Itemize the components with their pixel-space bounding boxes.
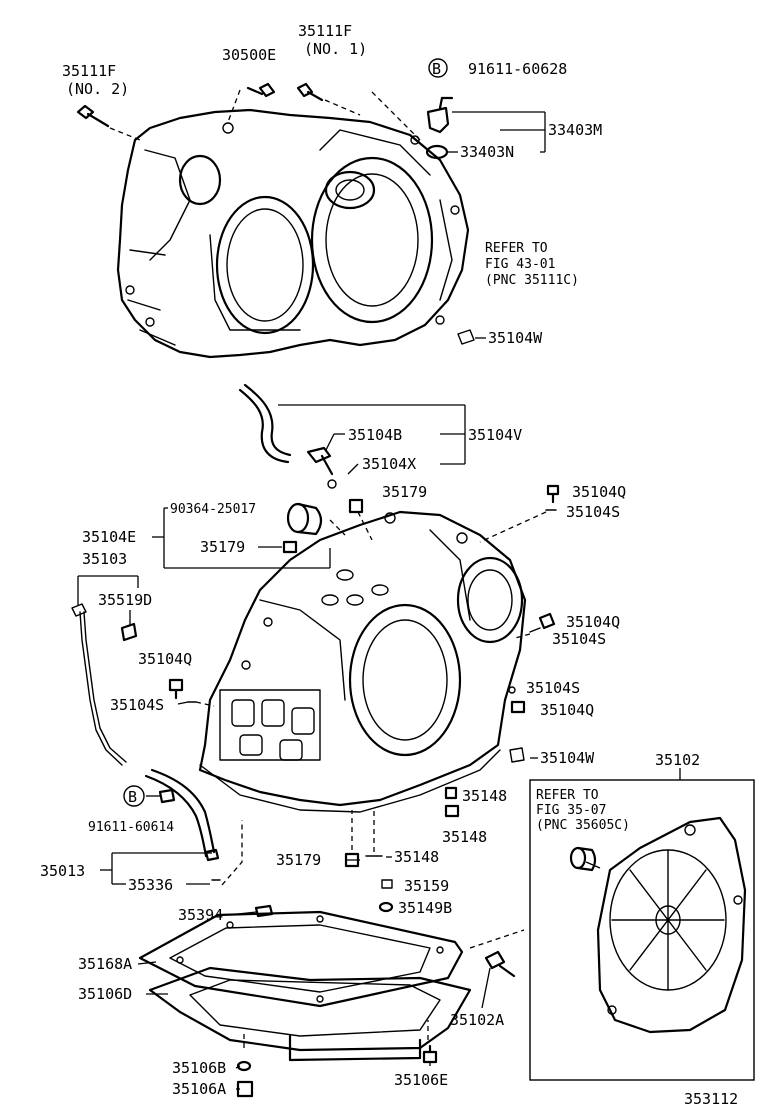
b-marker-top-text: B [432,60,441,78]
label-35104Q-c: 35104Q [138,650,192,668]
union-35104B-icon [306,446,334,476]
label-35336: 35336 [128,876,173,894]
washer-35104S-d-icon [508,686,516,694]
b-marker-top: B [428,58,448,78]
breather-plug-33403M-icon [426,96,454,134]
plug-35148-b-icon [444,804,460,818]
label-35104V: 35104V [468,426,522,444]
label-35104W-top: 35104W [488,329,543,347]
label-35106E: 35106E [394,1071,448,1089]
label-35103: 35103 [82,550,127,568]
bushing-90364-icon [286,502,323,536]
bolt-35104Q-b-icon [538,612,556,630]
label-35148-a: 35148 [462,787,507,805]
dowel-35104W-top-icon [457,329,475,345]
plug-35148-a-icon [444,786,458,800]
gasket-35106B-icon [236,1060,252,1072]
transaxle-housing [116,108,470,359]
label-33403M: 33403M [548,121,602,139]
gasket-35168A [138,910,464,1008]
label-35179-c: 35179 [276,851,321,869]
label-35104S-b: 35104S [552,630,606,648]
label-35149B: 35149B [398,899,452,917]
oil-pump-cover-box [529,779,755,1081]
drain-plug-35106A-icon [236,1080,254,1098]
bushing-in-cover-icon [569,846,597,872]
label-35102A: 35102A [450,1011,504,1029]
label-35104X: 35104X [362,455,416,473]
plug-35179-c-icon [344,852,360,868]
label-35106A: 35106A [172,1080,226,1098]
label-35179-b: 35179 [200,538,245,556]
label-35168A: 35168A [78,955,132,973]
label-91611-60614: 91611-60614 [88,820,174,835]
label-35106D: 35106D [78,985,132,1003]
label-35104E: 35104E [82,528,136,546]
label-35394: 35394 [178,906,223,924]
callout-labels: 35111F (NO. 2) 30500E 35111F (NO. 1) 916… [40,22,738,1108]
plug-35179-a-icon [348,498,364,514]
plug-35179-b-icon [282,540,298,554]
bolt-35111F-no2-icon [76,104,110,128]
bolt-91611-60614-icon [158,788,176,804]
figure-id: 353112 [684,1090,738,1108]
strainer-35159-icon [381,879,393,889]
guide-tube-35013-icon [144,768,220,862]
b-marker-bottom: B [123,785,145,807]
bolt-35111F-no1-icon [296,82,324,102]
bolt-35102A-icon [484,950,516,978]
o-ring-33403N-icon [425,144,449,160]
label-35111F-no2: 35111F [62,62,116,80]
leader-lines [77,111,681,1090]
b-marker-bottom-text: B [128,788,137,806]
bolt-35104Q-d-icon [510,700,526,714]
label-33403N: 33403N [460,143,514,161]
hose-35104V-icon [238,383,292,464]
label-35102: 35102 [655,751,700,769]
label-35104W-b: 35104W [540,749,595,767]
label-35104Q-b: 35104Q [566,613,620,631]
label-35104S-d: 35104S [526,679,580,697]
label-35519D: 35519D [98,591,152,609]
clamp-35519D-icon [120,622,138,642]
label-35111F-no2-sub: (NO. 2) [66,80,129,98]
refer-bottom-line1: REFER TO [536,788,599,803]
label-35159: 35159 [404,877,449,895]
dipstick-35103-icon [71,603,127,766]
label-35179-a: 35179 [382,483,427,501]
label-35104S-c: 35104S [110,696,164,714]
label-35111F-no1-sub: (NO. 1) [304,40,367,58]
bolt-35104Q-c-icon [168,678,184,700]
gasket-35104X-icon [327,479,337,489]
label-30500E: 30500E [222,46,276,64]
refer-top-line1: REFER TO [485,241,548,256]
label-35148-b: 35148 [442,828,487,846]
refer-top-line3: (PNC 35111C) [485,273,579,288]
label-35013: 35013 [40,862,85,880]
label-35104Q-a: 35104Q [572,483,626,501]
label-90364-25017: 90364-25017 [170,502,256,517]
transaxle-case [198,510,527,813]
label-35111F-no1: 35111F [298,22,352,40]
o-ring-35149B-icon [378,901,394,913]
label-35104S-a: 35104S [566,503,620,521]
washer-35104S-b-icon [529,627,541,633]
refer-bottom-line3: (PNC 35605C) [536,818,630,833]
refer-top-line2: FIG 43-01 [485,257,555,272]
oil-pan-35106D [148,966,472,1062]
label-35104B: 35104B [348,426,402,444]
dowel-35104W-b-icon [509,747,525,763]
label-35106B: 35106B [172,1059,226,1077]
bolt-30500E-icon [246,82,276,98]
bolt-35104Q-a-icon [546,484,560,504]
label-35104Q-d: 35104Q [540,701,594,719]
oil-pump-cover-35102 [596,816,747,1034]
bolt-35106E-icon [422,1044,438,1064]
label-35148-c: 35148 [394,848,439,866]
refer-bottom-line2: FIG 35-07 [536,803,606,818]
label-91611-60628: 91611-60628 [468,60,567,78]
